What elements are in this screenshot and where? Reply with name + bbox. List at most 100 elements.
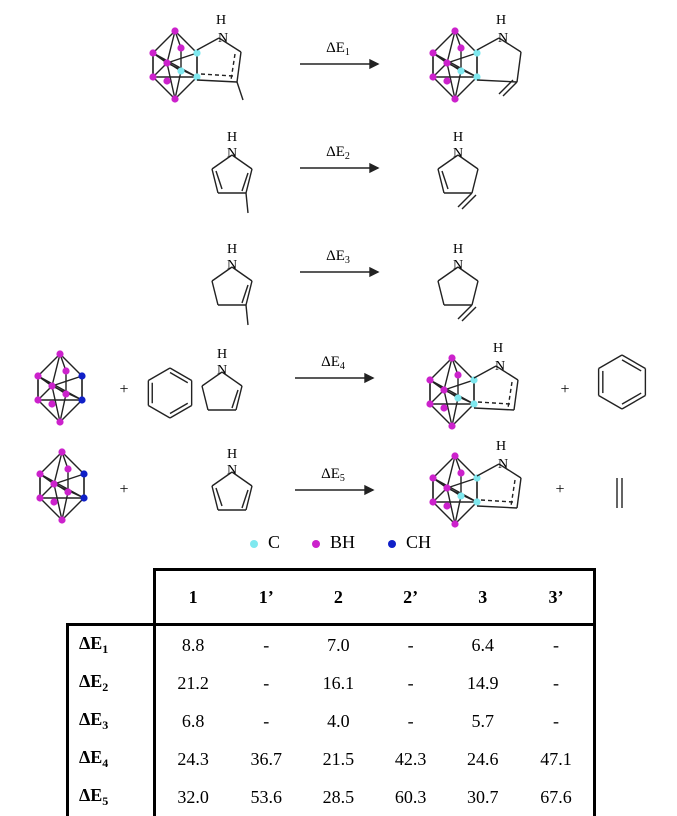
cage-atom-dot [473, 49, 481, 57]
cage-edge [429, 403, 453, 427]
carbon-dot-icon [250, 539, 258, 548]
bond-line [196, 37, 220, 51]
reaction-energy-label: ΔE4 [321, 354, 345, 372]
bond-line [495, 365, 519, 381]
bond-line [498, 37, 522, 53]
table-cell: 47.1 [518, 740, 596, 778]
methyl-bond [245, 192, 249, 214]
table-cell: 60.3 [394, 786, 427, 807]
benzene-bond [621, 394, 646, 410]
reaction-energy-label: ΔE3 [326, 248, 350, 266]
benzene-bond [598, 394, 623, 410]
bond-line [473, 407, 515, 411]
cage-atom-dot [80, 470, 88, 478]
benzene-bond [598, 354, 623, 370]
cage-edge [454, 30, 478, 54]
exo-bond [498, 79, 514, 95]
cage-atom-dot [177, 67, 185, 75]
table-cell: - [263, 710, 270, 731]
cage-atom-dot [50, 480, 58, 488]
bond-line [215, 170, 223, 190]
cage-edge [454, 455, 478, 479]
benzene-bond [169, 404, 193, 419]
cage-atom-dot [78, 396, 86, 404]
column-header: 1 [153, 568, 231, 626]
n-atom-label: N [227, 146, 237, 161]
bond-line [476, 505, 518, 509]
bond-line [516, 51, 522, 83]
cage-atom-dot [193, 49, 201, 57]
table-cell: 53.6 [250, 786, 282, 807]
bond-line [441, 170, 449, 190]
cage-atom-dot [457, 469, 465, 477]
column-header: 3’ [518, 568, 596, 626]
table-cell: 32.0 [153, 778, 231, 816]
cage-edge [454, 495, 462, 525]
table-cell: - [407, 634, 414, 655]
bond-line [476, 463, 500, 477]
benzene-bond [147, 367, 171, 382]
row-label: ΔE2 [66, 664, 155, 702]
cage-edge [451, 357, 475, 381]
aromatic-dash [200, 73, 234, 77]
cage-edge [174, 30, 198, 54]
aromatic-dash [507, 381, 513, 409]
h-atom-label: H [216, 13, 226, 28]
bond-line [211, 471, 233, 487]
table-cell: - [263, 672, 270, 693]
cage-edge [51, 375, 83, 387]
cage-edge [432, 30, 456, 54]
benzene-bond [147, 404, 171, 419]
table-cell: 21.2 [153, 664, 231, 702]
benzene-bond [621, 354, 646, 370]
cage-atom-dot [62, 390, 70, 398]
table-cell: 67.6 [518, 778, 596, 816]
atom-legend: C BH CH [240, 532, 480, 562]
table-cell: 7.0 [327, 634, 350, 655]
cage-atom-dot [457, 44, 465, 52]
cage-atom-dot [451, 95, 459, 103]
benzene-double-bond [169, 402, 189, 415]
cage-edge [152, 76, 176, 100]
cage-atom-dot [171, 95, 179, 103]
h-atom-label: H [227, 130, 237, 145]
cage-edge [432, 76, 456, 100]
cage-atom-dot [426, 376, 434, 384]
reaction-energy-subscript: 5 [340, 473, 345, 484]
bond-line [211, 485, 219, 511]
table-cell: 24.6 [467, 748, 499, 769]
bond-line [245, 485, 253, 511]
bond-line [241, 489, 249, 509]
cage-edge [174, 70, 182, 100]
aromatic-dash [230, 53, 236, 81]
cage-atom-dot [429, 498, 437, 506]
cage-atom-dot [451, 520, 459, 528]
plus-sign: + [555, 481, 564, 498]
bond-line [201, 385, 209, 411]
exo-bond [502, 81, 518, 97]
table-cell: 4.0 [327, 710, 350, 731]
reaction-energy-subscript: 3 [345, 255, 350, 266]
cage-edge [166, 30, 176, 64]
cage-edge [53, 451, 63, 485]
cage-edge [443, 389, 453, 427]
bond-line [231, 471, 253, 487]
table-cell: 28.5 [322, 786, 355, 807]
bond-line [476, 79, 518, 83]
table-cell: - [518, 624, 596, 664]
bond-line [241, 284, 249, 304]
cage-atom-dot [457, 67, 465, 75]
table-cell: 14.9 [467, 672, 499, 693]
cage-edge [446, 52, 478, 64]
bond-line [211, 280, 219, 306]
aromatic-dash [510, 479, 516, 507]
n-atom-label: N [217, 363, 227, 378]
plus-sign: + [560, 381, 569, 398]
cage-edge [454, 76, 478, 100]
cage-atom-dot [163, 59, 171, 67]
reaction-energy-label: ΔE5 [321, 466, 345, 484]
